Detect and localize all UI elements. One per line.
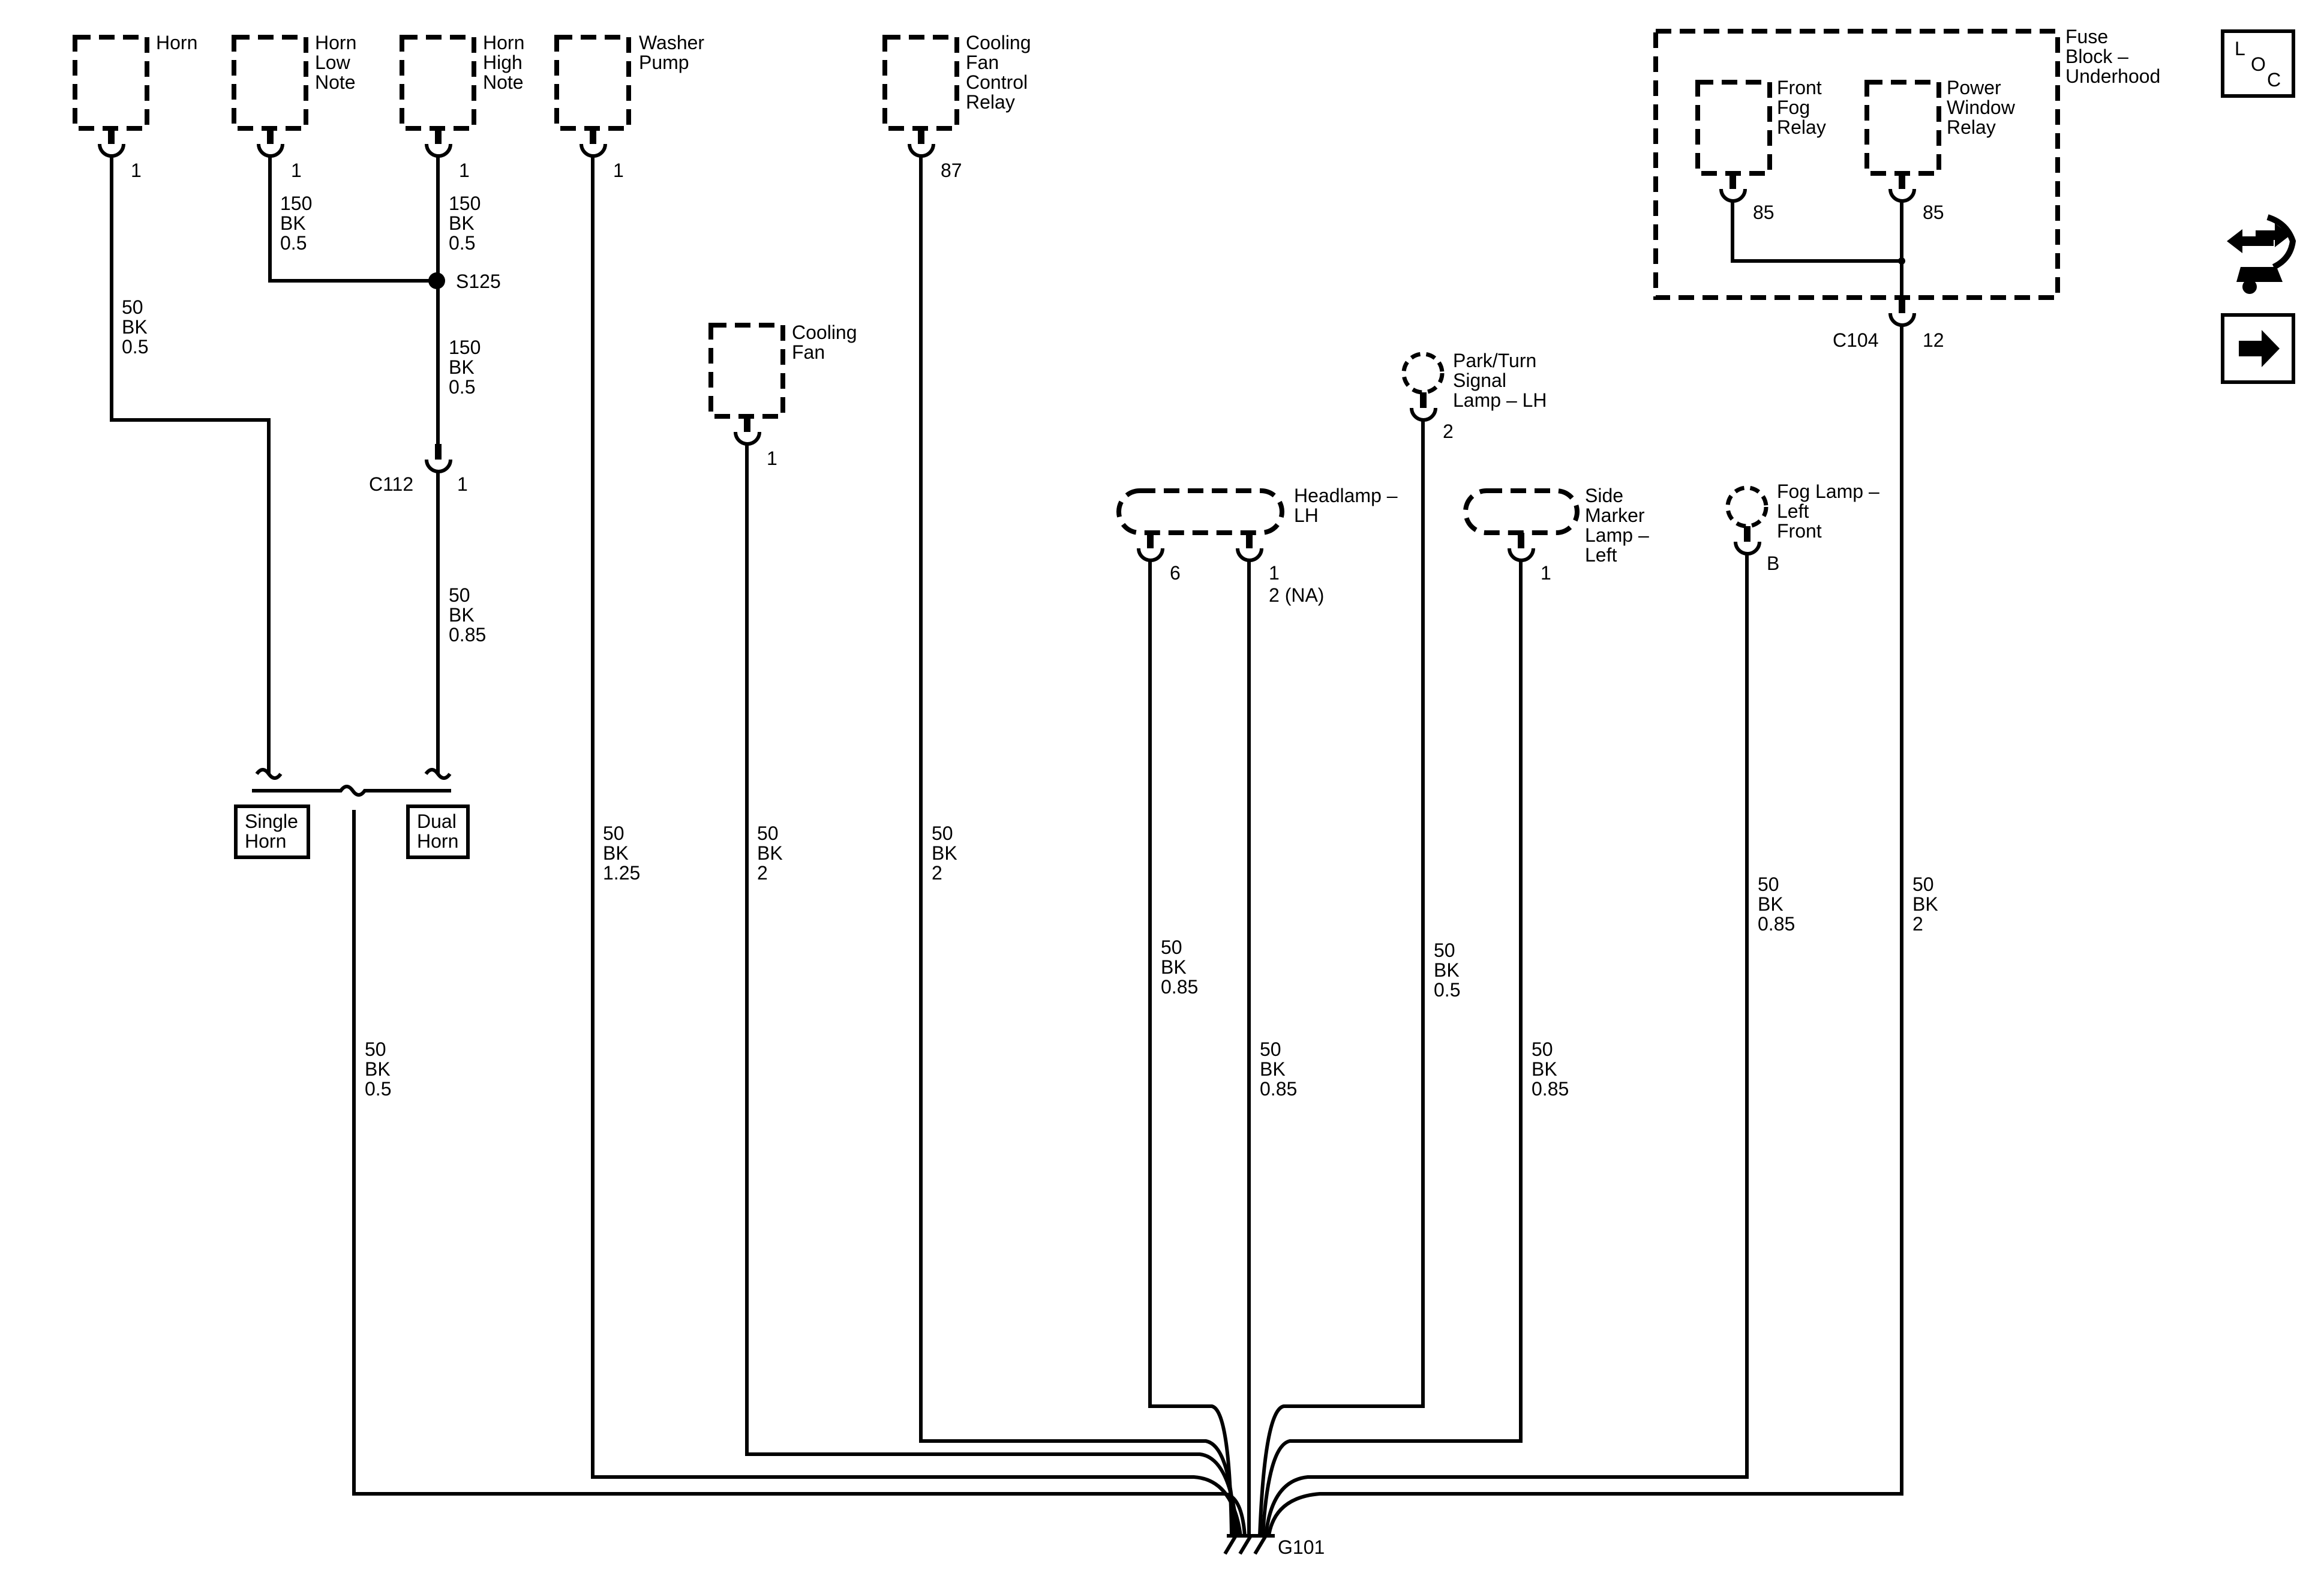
single-horn-label: Single Horn [245, 810, 304, 852]
park-turn-signal-lamp-component[interactable]: Park/Turn Signal Lamp – LH [1401, 350, 1547, 411]
horn-low-note-label: Horn Low Note [315, 32, 362, 93]
fog-lamp-left-front-label: Fog Lamp – Left Front [1777, 481, 1885, 542]
power-window-relay-pin: 85 [1923, 202, 1944, 223]
dual-horn-label: Dual Horn [417, 810, 462, 852]
front-fog-relay-pin: 85 [1753, 202, 1774, 223]
arrow-right-icon [2239, 330, 2280, 367]
horn-pin: 1 [131, 160, 142, 181]
wire-label-washer: 50 BK 1.25 [603, 822, 640, 884]
power-window-relay-component[interactable]: Power Window Relay [1864, 77, 2020, 176]
s125-splice-dot [428, 272, 445, 289]
power-window-relay-label: Power Window Relay [1947, 77, 2020, 138]
cooling-relay-pin: 87 [941, 160, 962, 181]
c104-pin: 12 [1923, 329, 1944, 351]
loc-letter-c: C [2267, 69, 2281, 91]
fuse-block-junction-dot [1898, 257, 1905, 265]
wire-label-side-marker: 50 BK 0.85 [1532, 1038, 1569, 1100]
fog-lamp-pin: B [1767, 553, 1779, 574]
wire-label-horn: 50 BK 0.5 [122, 296, 153, 358]
dual-horn-option[interactable]: Dual Horn [406, 804, 470, 859]
cooling-fan-control-relay-label: Cooling Fan Control Relay [966, 32, 1036, 113]
single-horn-option[interactable]: Single Horn [234, 804, 310, 859]
cooling-fan-label: Cooling Fan [792, 322, 862, 363]
horn-low-note-component[interactable]: Horn Low Note [232, 32, 362, 131]
washer-pump-component[interactable]: Washer Pump [554, 32, 710, 131]
wire-paths [110, 156, 1903, 1536]
cooling-fan-pin: 1 [767, 448, 777, 469]
headlamp-lh-component[interactable]: Headlamp – LH [1116, 485, 1403, 535]
horn-high-note-component[interactable]: Horn High Note [400, 32, 530, 131]
pin-labels: 1 1 1 1 87 1 2 6 1 2 (NA) 1 B 85 85 12 1 [131, 160, 1944, 606]
fog-lamp-left-front-component[interactable]: Fog Lamp – Left Front [1725, 481, 1885, 542]
horn-high-pin: 1 [459, 160, 470, 181]
side-marker-lamp-component[interactable]: Side Marker Lamp – Left [1463, 485, 1655, 566]
wire-label-horn-high: 150 BK 0.5 [449, 193, 486, 254]
park-turn-signal-lamp-label: Park/Turn Signal Lamp – LH [1453, 350, 1547, 411]
washer-pin: 1 [613, 160, 624, 181]
wire-label-c112-down: 50 BK 0.85 [449, 584, 486, 646]
horn-low-pin: 1 [291, 160, 302, 181]
cooling-fan-control-relay-component[interactable]: Cooling Fan Control Relay [882, 32, 1036, 131]
wire-label-cooling-fan: 50 BK 2 [757, 822, 788, 884]
wire-label-park-turn: 50 BK 0.5 [1434, 939, 1465, 1001]
c104-label: C104 [1833, 329, 1879, 351]
fuse-block-underhood[interactable]: Fuse Block – Underhood [1653, 26, 2160, 300]
headlamp-pin-a: 6 [1170, 562, 1181, 584]
wire-label-horn-ground: 50 BK 0.5 [365, 1038, 396, 1100]
front-fog-relay-label: Front Fog Relay [1777, 77, 1827, 138]
headlamp-pin-b2: 2 (NA) [1269, 584, 1324, 606]
wire-label-cooling-relay: 50 BK 2 [932, 822, 963, 884]
ground-symbol [1223, 1534, 1275, 1555]
front-fog-relay-component[interactable]: Front Fog Relay [1695, 77, 1827, 176]
horn-high-note-label: Horn High Note [483, 32, 530, 93]
wire-label-s125-down: 150 BK 0.5 [449, 337, 486, 398]
c112-pin: 1 [457, 473, 468, 495]
headlamp-lh-label: Headlamp – LH [1294, 485, 1403, 526]
side-marker-pin: 1 [1541, 562, 1551, 584]
horn-component[interactable]: Horn [73, 32, 197, 131]
fuse-block-label: Fuse Block – Underhood [2065, 26, 2160, 87]
headlamp-pin-b: 1 [1269, 562, 1280, 584]
wire-label-headlamp-a: 50 BK 0.85 [1161, 936, 1198, 998]
loc-button[interactable]: L O C [2221, 29, 2295, 98]
horn-label: Horn [156, 32, 197, 53]
wire-label-horn-low: 150 BK 0.5 [280, 193, 317, 254]
s125-label: S125 [456, 271, 501, 292]
connector-repair-icon[interactable] [2227, 214, 2296, 294]
connector-labels: C112 C104 S125 G101 [369, 271, 1879, 1558]
g101-label: G101 [1278, 1536, 1325, 1558]
washer-pump-label: Washer Pump [639, 32, 710, 73]
side-marker-lamp-label: Side Marker Lamp – Left [1585, 485, 1655, 566]
wire-label-fog-lamp: 50 BK 0.85 [1758, 873, 1795, 935]
loc-letter-l: L [2235, 38, 2245, 59]
park-turn-pin: 2 [1443, 421, 1454, 442]
terminal-symbols [98, 128, 1916, 562]
wire-spec-labels: 50 BK 0.5 150 BK 0.5 150 BK 0.5 150 BK 0… [122, 193, 1944, 1100]
next-page-button[interactable] [2221, 313, 2295, 384]
c112-label: C112 [369, 473, 413, 495]
cooling-fan-component[interactable]: Cooling Fan [708, 322, 862, 419]
wire-label-headlamp-b: 50 BK 0.85 [1260, 1038, 1297, 1100]
wire-label-c104: 50 BK 2 [1912, 873, 1944, 935]
loc-letter-o: O [2251, 53, 2266, 75]
